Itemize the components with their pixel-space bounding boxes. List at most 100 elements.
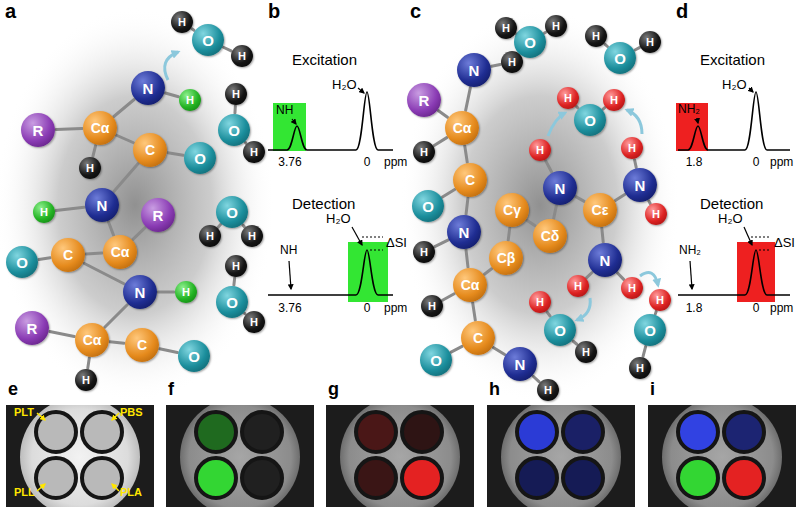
- atom-ball: H: [243, 141, 265, 163]
- atom-ball: Cα: [445, 111, 479, 145]
- atom-ball: Cα: [453, 268, 487, 302]
- atom-symbol: H: [232, 261, 240, 272]
- atom-symbol: O: [228, 123, 240, 138]
- atom-symbol: N: [635, 178, 646, 193]
- bond-line: [223, 47, 231, 51]
- bond-line: [617, 273, 623, 279]
- atom-ball: Cα: [103, 235, 137, 269]
- pointer-arrow: [289, 261, 291, 289]
- atom-ball: H: [537, 379, 559, 401]
- spectrum-line: [268, 92, 393, 150]
- atom-symbol: O: [524, 35, 536, 50]
- bond-line: [573, 341, 577, 344]
- atom-ball: R: [21, 113, 55, 147]
- atom-ball: O: [178, 340, 210, 372]
- axis-label: 3.76: [278, 156, 301, 169]
- atom-ball: N: [131, 71, 165, 105]
- atom-symbol: H: [564, 93, 572, 104]
- peak-label: H₂O: [718, 212, 743, 226]
- atom-symbol: O: [644, 323, 656, 338]
- bond-line: [451, 346, 462, 352]
- pointer-arrow: [112, 484, 119, 491]
- bond-line: [508, 228, 510, 240]
- bond-line: [654, 311, 658, 313]
- bond-line: [108, 222, 113, 235]
- peak-label: H₂O: [332, 78, 357, 92]
- atom-symbol: O: [584, 113, 596, 128]
- spectrum-title: Detection: [292, 196, 355, 213]
- atom-symbol: N: [97, 198, 108, 213]
- sample-tube: [36, 458, 76, 498]
- atom-ball: H: [75, 369, 97, 391]
- bond-line: [635, 160, 637, 168]
- atom-ball: H: [413, 241, 435, 263]
- atom-symbol: H: [178, 17, 186, 28]
- atom-symbol: H: [182, 287, 190, 298]
- bond-line: [233, 106, 236, 113]
- atom-ball: C: [453, 163, 487, 197]
- atom-symbol: R: [153, 208, 164, 223]
- sample-tube: [356, 412, 396, 452]
- atom-symbol: O: [226, 205, 238, 220]
- pointer-arrow: [37, 484, 45, 491]
- bond-line: [110, 342, 124, 343]
- atom-symbol: R: [27, 321, 38, 336]
- axis-label: ppm: [384, 156, 407, 169]
- atom-symbol: H: [206, 231, 214, 242]
- atom-ball: H: [639, 31, 661, 53]
- atom-ball: O: [604, 42, 636, 74]
- atom-ball: O: [216, 286, 248, 318]
- saturation-band: [273, 103, 306, 151]
- atom-ball: H: [495, 17, 517, 39]
- phantom-disc: [662, 405, 782, 507]
- bond-line: [105, 305, 128, 328]
- axis-label: 0: [753, 302, 760, 315]
- atom-symbol: H: [420, 147, 428, 158]
- atom-ball: H: [529, 139, 551, 161]
- exchange-arrow: [640, 273, 658, 285]
- peak-label: H₂O: [326, 212, 351, 226]
- atom-ball: N: [123, 275, 157, 309]
- atom-ball: N: [503, 347, 537, 381]
- panel-letter: g: [328, 380, 339, 400]
- atom-symbol: H: [592, 31, 600, 42]
- atom-ball: Cγ: [495, 193, 529, 227]
- exchange-arrow: [577, 298, 590, 320]
- atom-symbol: H: [186, 95, 194, 106]
- pointer-arrow: [697, 118, 698, 123]
- atom-symbol: H: [536, 145, 544, 156]
- bond-line: [218, 225, 220, 228]
- reference-line: [362, 237, 383, 238]
- bond-line: [635, 48, 639, 50]
- atom-ball: O: [420, 344, 452, 376]
- atom-symbol: Cε: [592, 203, 609, 217]
- pointer-arrow: [749, 88, 753, 92]
- pointer-arrow: [690, 261, 692, 289]
- sample-tube: [82, 458, 122, 498]
- bond-line: [50, 332, 75, 337]
- bond-line: [466, 250, 468, 267]
- shadow-halo: [0, 7, 275, 403]
- atom-ball: O: [192, 24, 224, 56]
- atom-ball: H: [79, 157, 101, 179]
- atom-symbol: Cα: [83, 333, 102, 347]
- sample-tube: [517, 458, 557, 498]
- panel-letter: i: [650, 380, 655, 400]
- atom-symbol: H: [646, 37, 654, 48]
- atom-ball: H: [179, 89, 201, 111]
- bond-line: [602, 228, 603, 242]
- atom-symbol: H: [652, 209, 660, 220]
- bond-line: [473, 303, 476, 320]
- phantom-disc: [180, 405, 300, 507]
- atom-symbol: H: [582, 347, 590, 358]
- atom-symbol: H: [238, 51, 246, 62]
- sample-label: PLT: [14, 406, 34, 418]
- mri-image: [648, 405, 796, 507]
- sample-tube: [563, 412, 603, 452]
- bond-line: [443, 294, 455, 300]
- bond-line: [465, 146, 468, 162]
- atom-ball: O: [574, 104, 606, 136]
- bond-line: [93, 145, 96, 156]
- bond-line: [527, 220, 535, 226]
